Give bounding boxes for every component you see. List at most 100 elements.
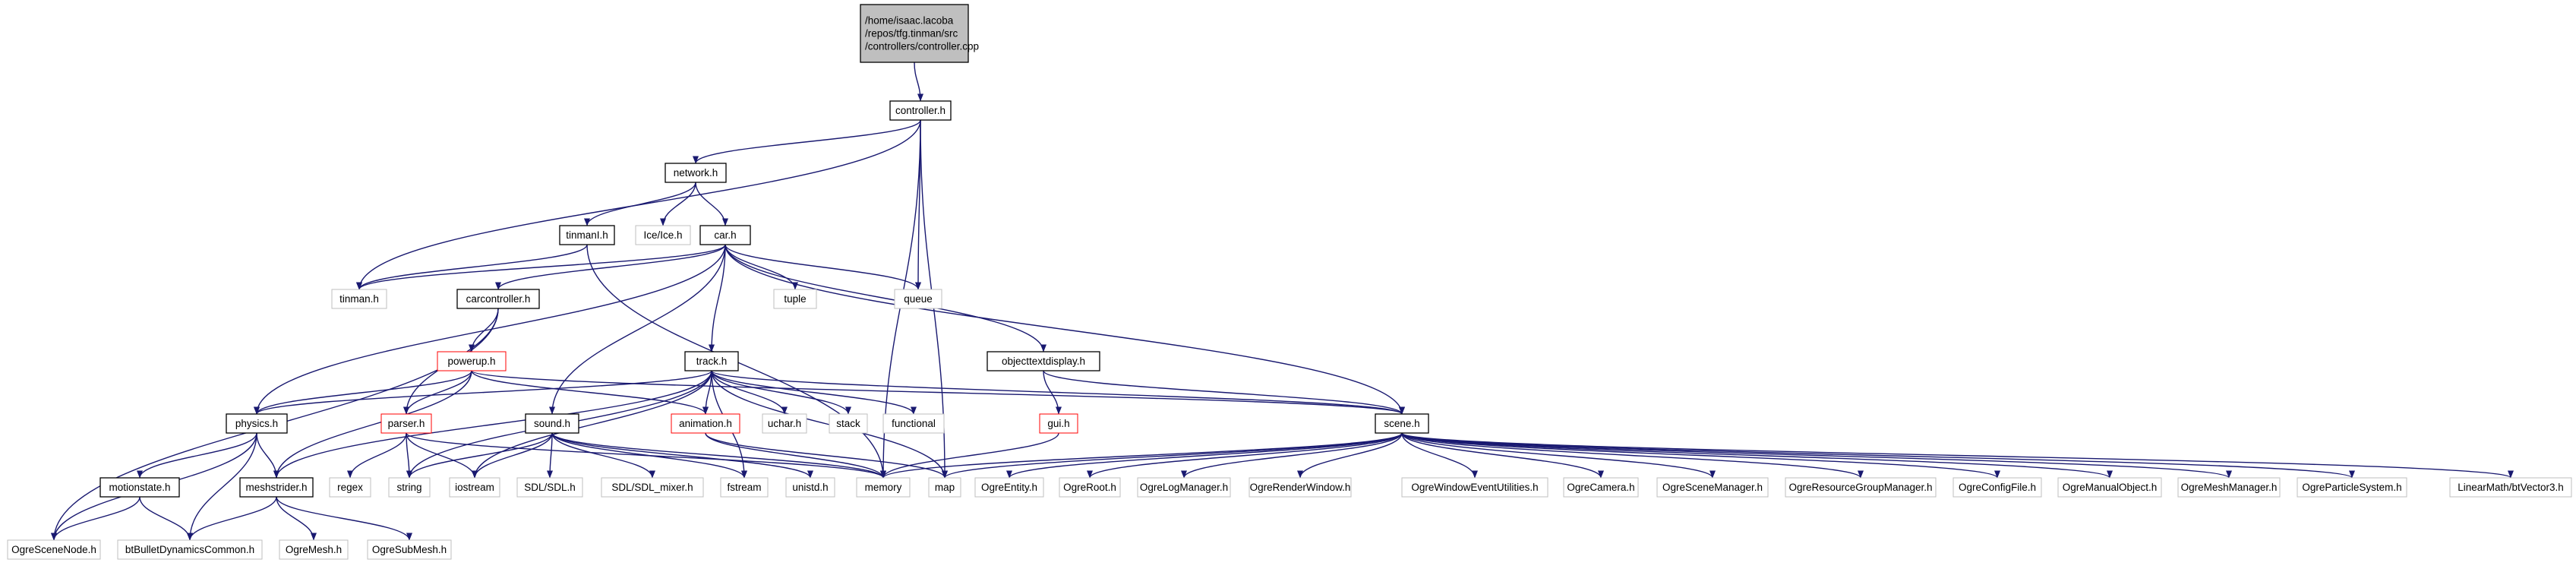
node-ogrecamera[interactable]: OgreCamera.h (1563, 477, 1639, 498)
node-box[interactable] (1953, 477, 2042, 498)
node-regex[interactable]: regex (329, 477, 371, 498)
node-unistd[interactable]: unistd.h (785, 477, 835, 498)
node-car[interactable]: car.h (699, 225, 751, 245)
node-box[interactable] (1059, 477, 1121, 498)
node-gui[interactable]: gui.h (1039, 413, 1078, 434)
node-box[interactable] (635, 225, 691, 245)
node-ogrescenemanager[interactable]: OgreSceneManager.h (1656, 477, 1769, 498)
node-ogrewindowevent[interactable]: OgreWindowEventUtilities.h (1401, 477, 1548, 498)
node-box[interactable] (2449, 477, 2572, 498)
node-btbullet[interactable]: btBulletDynamicsCommon.h (117, 539, 263, 560)
node-fstream[interactable]: fstream (720, 477, 769, 498)
node-box[interactable] (882, 413, 945, 434)
node-box[interactable] (449, 477, 500, 498)
node-carcontroller[interactable]: carcontroller.h (456, 289, 540, 309)
node-box[interactable] (1039, 413, 1078, 434)
node-string[interactable]: string (388, 477, 431, 498)
node-stack[interactable]: stack (829, 413, 868, 434)
node-box[interactable] (1656, 477, 1769, 498)
node-iostream[interactable]: iostream (449, 477, 500, 498)
node-box[interactable] (1249, 477, 1352, 498)
node-box[interactable] (1563, 477, 1639, 498)
node-box[interactable] (1137, 477, 1231, 498)
node-box[interactable] (525, 413, 579, 434)
node-map[interactable]: map (928, 477, 961, 498)
node-box[interactable] (2177, 477, 2281, 498)
node-parser[interactable]: parser.h (380, 413, 432, 434)
node-box[interactable] (1375, 413, 1429, 434)
node-ogremanualobject[interactable]: OgreManualObject.h (2057, 477, 2162, 498)
node-box[interactable] (2297, 477, 2407, 498)
node-ogrerenderwindow[interactable]: OgreRenderWindow.h (1249, 477, 1352, 498)
node-root[interactable]: /home/isaac.lacoba/repos/tfg.tinman/src/… (860, 4, 979, 63)
node-box[interactable] (1785, 477, 1937, 498)
node-box[interactable] (671, 413, 740, 434)
node-box[interactable] (117, 539, 263, 560)
node-box[interactable] (516, 477, 583, 498)
node-box[interactable] (456, 289, 540, 309)
node-box[interactable] (974, 477, 1044, 498)
node-box[interactable] (367, 539, 452, 560)
node-box[interactable] (380, 413, 432, 434)
node-ogreresourcegroup[interactable]: OgreResourceGroupManager.h (1785, 477, 1937, 498)
node-box[interactable] (279, 539, 349, 560)
node-tinman[interactable]: tinman.h (331, 289, 387, 309)
node-ogremesh[interactable]: OgreMesh.h (279, 539, 349, 560)
node-box[interactable] (601, 477, 704, 498)
node-box[interactable] (2057, 477, 2162, 498)
node-box[interactable] (856, 477, 911, 498)
node-sdlmixer[interactable]: SDL/SDL_mixer.h (601, 477, 704, 498)
node-memory[interactable]: memory (856, 477, 911, 498)
node-powerup[interactable]: powerup.h (437, 351, 507, 371)
node-ogreconfigfile[interactable]: OgreConfigFile.h (1953, 477, 2042, 498)
node-track[interactable]: track.h (684, 351, 739, 371)
node-ogreroot[interactable]: OgreRoot.h (1059, 477, 1121, 498)
node-box[interactable] (559, 225, 615, 245)
node-box[interactable] (889, 100, 952, 121)
node-box[interactable] (388, 477, 431, 498)
node-box[interactable] (329, 477, 371, 498)
node-ogrescenenode[interactable]: OgreSceneNode.h (7, 539, 101, 560)
node-ogrelogmanager[interactable]: OgreLogManager.h (1137, 477, 1231, 498)
node-ogreentity[interactable]: OgreEntity.h (974, 477, 1044, 498)
node-queue[interactable]: queue (894, 289, 942, 309)
node-box[interactable] (99, 477, 180, 498)
node-box[interactable] (239, 477, 314, 498)
node-motionstate[interactable]: motionstate.h (99, 477, 180, 498)
node-box[interactable] (1401, 477, 1548, 498)
node-network[interactable]: network.h (665, 163, 727, 183)
node-box[interactable] (331, 289, 387, 309)
node-sound[interactable]: sound.h (525, 413, 579, 434)
node-box[interactable] (928, 477, 961, 498)
node-iceh[interactable]: Ice/Ice.h (635, 225, 691, 245)
node-scene[interactable]: scene.h (1375, 413, 1429, 434)
node-ogresubmesh[interactable]: OgreSubMesh.h (367, 539, 452, 560)
node-box[interactable] (226, 413, 288, 434)
node-box[interactable] (684, 351, 739, 371)
node-box[interactable] (785, 477, 835, 498)
node-uchar[interactable]: uchar.h (762, 413, 807, 434)
node-animation[interactable]: animation.h (671, 413, 740, 434)
node-objecttextdisplay[interactable]: objecttextdisplay.h (987, 351, 1100, 371)
node-meshstrider[interactable]: meshstrider.h (239, 477, 314, 498)
node-sdl[interactable]: SDL/SDL.h (516, 477, 583, 498)
node-box[interactable] (699, 225, 751, 245)
node-box[interactable] (762, 413, 807, 434)
node-box[interactable] (829, 413, 868, 434)
node-box[interactable] (987, 351, 1100, 371)
node-box[interactable] (894, 289, 942, 309)
node-controller[interactable]: controller.h (889, 100, 952, 121)
node-box[interactable] (860, 4, 969, 63)
node-tuple[interactable]: tuple (773, 289, 817, 309)
node-functional[interactable]: functional (882, 413, 945, 434)
node-box[interactable] (437, 351, 507, 371)
node-box[interactable] (720, 477, 769, 498)
node-ogreparticlesystem[interactable]: OgreParticleSystem.h (2297, 477, 2407, 498)
node-ogremeshmanager[interactable]: OgreMeshManager.h (2177, 477, 2281, 498)
node-box[interactable] (665, 163, 727, 183)
node-physics[interactable]: physics.h (226, 413, 288, 434)
node-btvector3[interactable]: LinearMath/btVector3.h (2449, 477, 2572, 498)
node-box[interactable] (7, 539, 101, 560)
node-box[interactable] (773, 289, 817, 309)
node-tinmanI[interactable]: tinmanI.h (559, 225, 615, 245)
